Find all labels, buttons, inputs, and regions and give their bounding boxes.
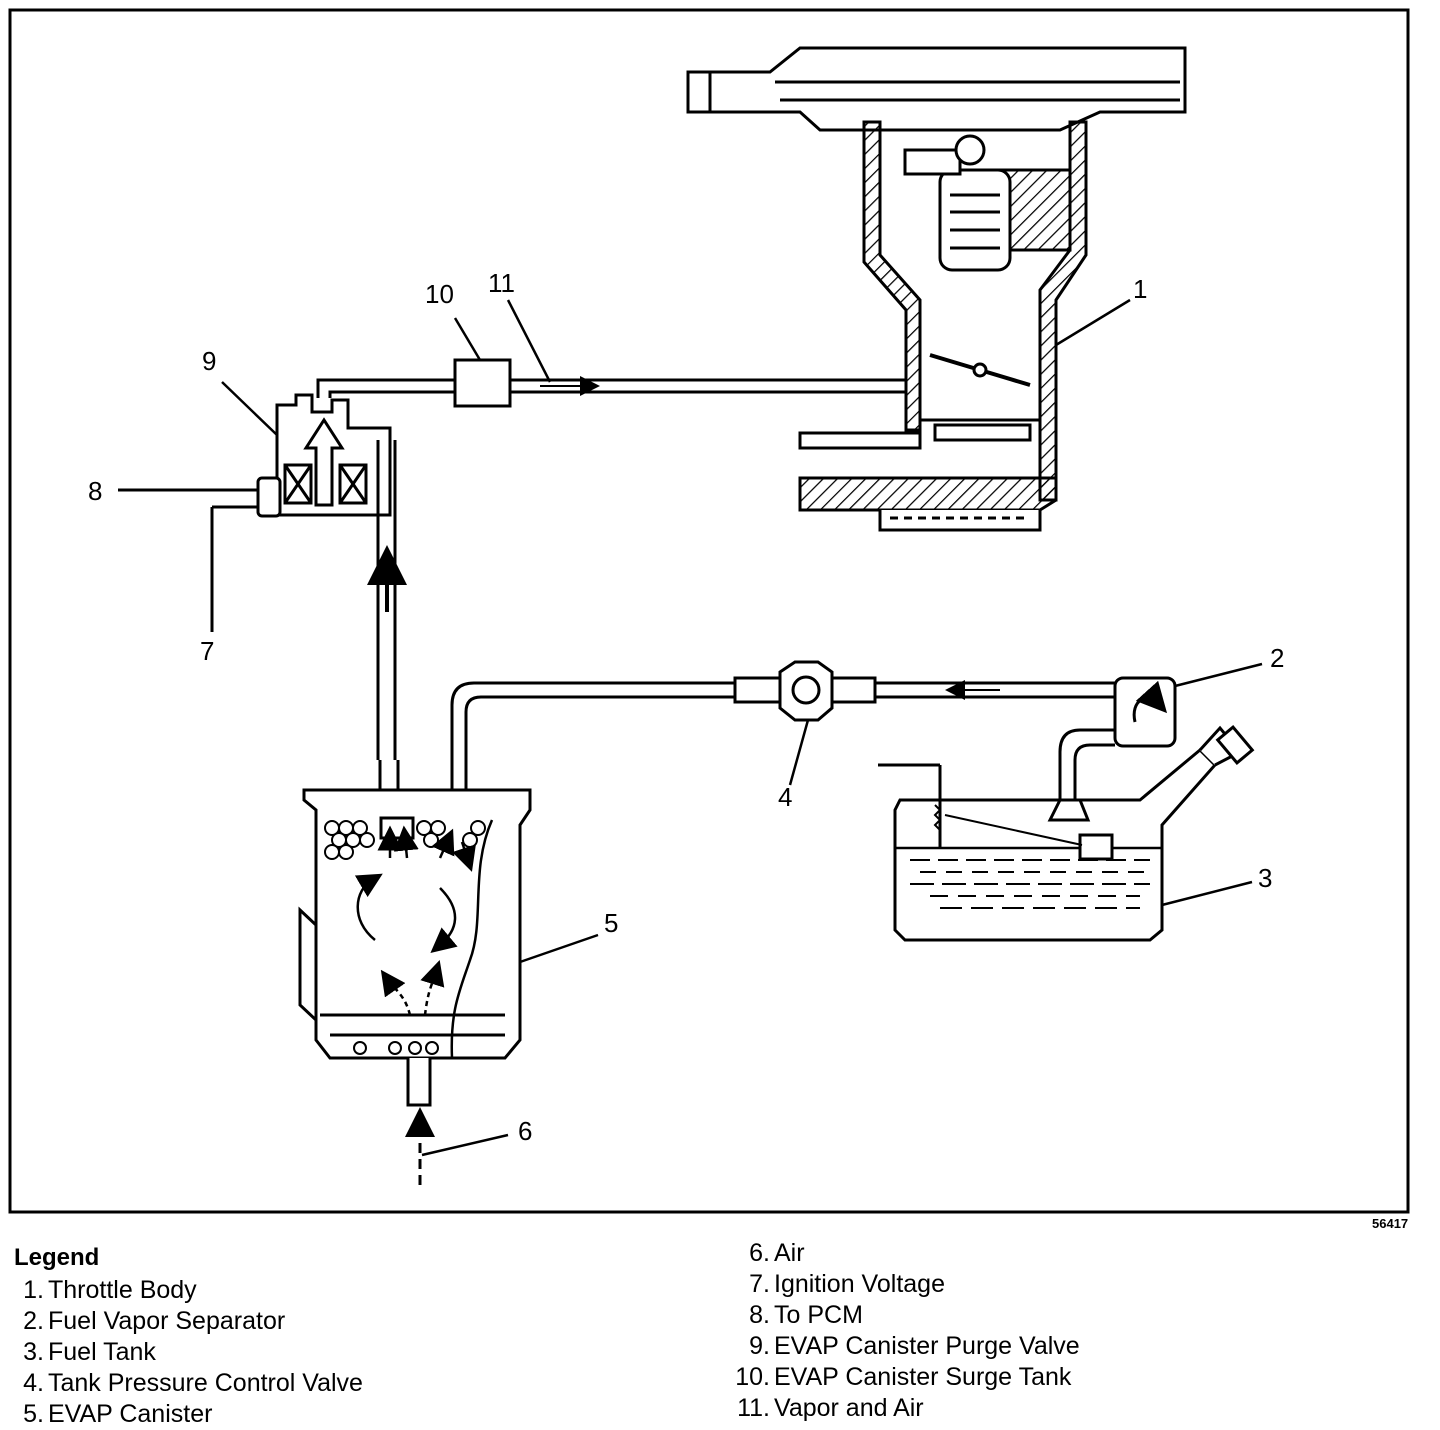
legend-item: 4.Tank Pressure Control Valve (23, 1369, 363, 1397)
legend-item: 11.Vapor and Air (737, 1394, 924, 1422)
legend-list-right: 6.Air 7.Ignition Voltage 8.To PCM 9.EVAP… (726, 1238, 1080, 1424)
tank-pressure-control-valve (733, 660, 877, 722)
vapor-line-upper (316, 376, 906, 398)
evap-canister-purge-valve (256, 393, 392, 518)
vapor-line-lower (450, 680, 1120, 745)
callout-leaders (221, 298, 1263, 1157)
callout-5: 5 (604, 908, 618, 938)
callout-1: 1 (1133, 274, 1147, 304)
throttle-body (686, 46, 1187, 532)
callout-6: 6 (518, 1116, 532, 1146)
legend-item: 9.EVAP Canister Purge Valve (749, 1332, 1080, 1360)
legend-title: Legend (14, 1244, 100, 1271)
callout-8: 8 (88, 476, 102, 506)
legend-item: 3.Fuel Tank (23, 1338, 156, 1366)
callout-2: 2 (1270, 643, 1284, 673)
legend-item: 10.EVAP Canister Surge Tank (735, 1363, 1072, 1391)
purge-valve-wiring (118, 488, 258, 632)
evap-canister (298, 745, 532, 1107)
evap-system-diagram: 1 2 3 4 5 6 7 8 9 10 11 56417 (8, 8, 1410, 1231)
callout-labels: 1 2 3 4 5 6 7 8 9 10 11 (88, 268, 1284, 1146)
purge-line-vertical (367, 440, 407, 760)
legend-item: 6.Air (749, 1239, 805, 1267)
legend-item: 5.EVAP Canister (23, 1400, 213, 1428)
callout-10: 10 (425, 279, 454, 309)
callout-3: 3 (1258, 863, 1272, 893)
figure-id: 56417 (1372, 1216, 1408, 1231)
canister-flow-arrows (354, 825, 476, 1016)
callout-9: 9 (202, 346, 216, 376)
legend-item: 2.Fuel Vapor Separator (23, 1307, 286, 1335)
evap-canister-surge-tank (453, 358, 512, 408)
legend-item: 1.Throttle Body (23, 1276, 197, 1304)
legend-item: 7.Ignition Voltage (749, 1270, 945, 1298)
legend-list-left: 1.Throttle Body 2.Fuel Vapor Separator 3… (0, 1275, 363, 1430)
callout-7: 7 (200, 636, 214, 666)
legend-item: 8.To PCM (749, 1301, 863, 1329)
fuel-vapor-separator (1058, 676, 1177, 800)
callout-4: 4 (778, 782, 792, 812)
callout-11: 11 (488, 268, 515, 298)
fuel-tank (878, 724, 1255, 942)
figure-frame (8, 8, 1410, 1214)
